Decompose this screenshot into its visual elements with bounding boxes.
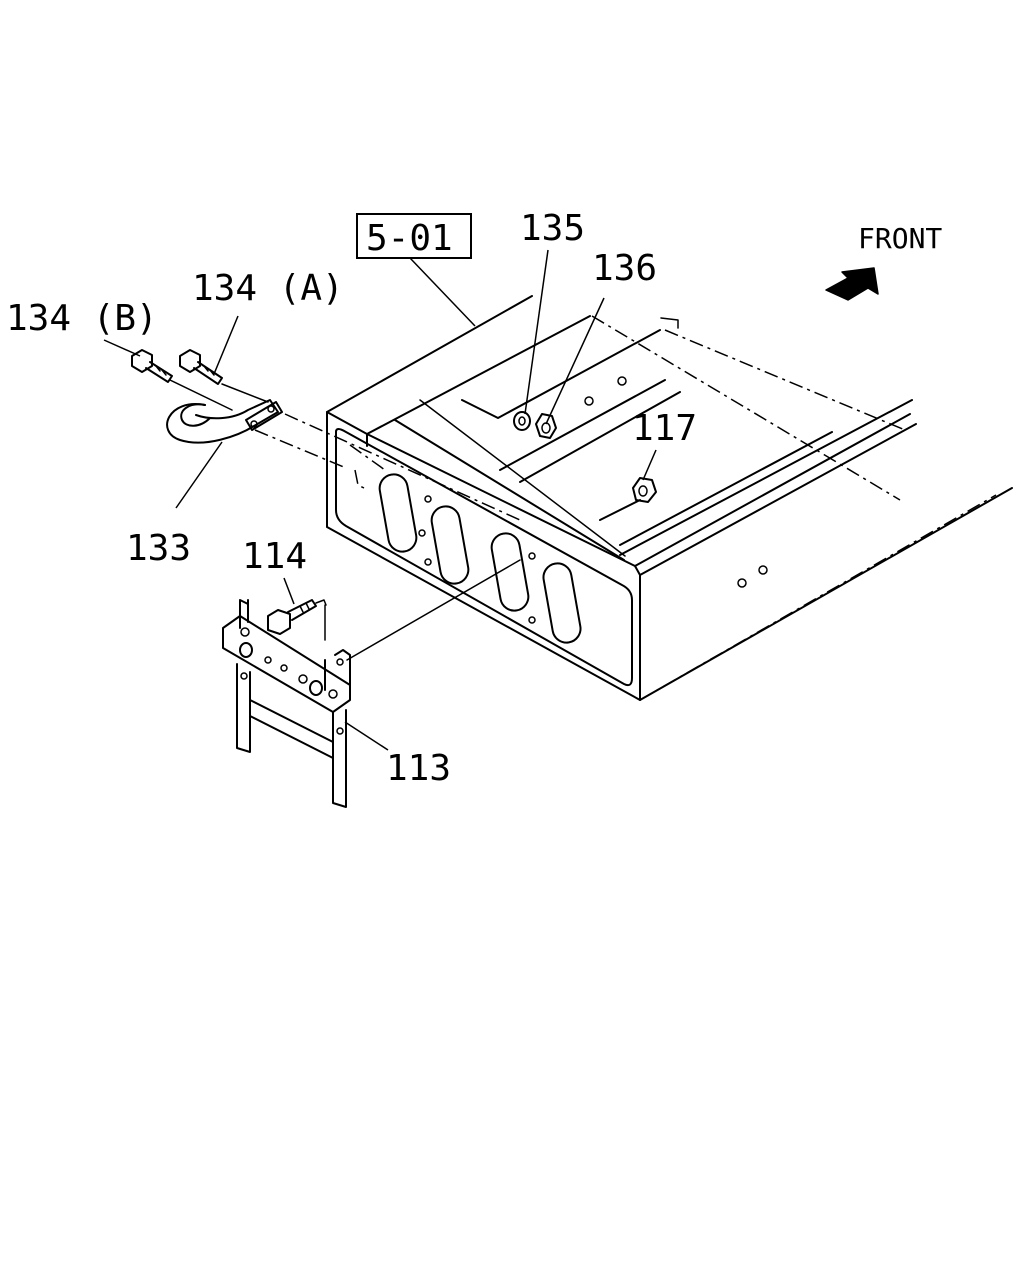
callout-136: 136	[592, 248, 657, 289]
reference-box	[356, 213, 472, 259]
bolt-134-b	[131, 349, 173, 383]
callout-134b: 134 (B)	[6, 298, 158, 339]
callout-113: 113	[386, 748, 451, 789]
bolt-134-a	[179, 349, 223, 385]
arrow-icon	[825, 267, 879, 301]
tow-hook	[166, 399, 283, 444]
front-label: FRONT	[858, 222, 942, 255]
reference-box-label: 5-01	[366, 218, 453, 259]
bolt-114	[267, 599, 327, 635]
callout-135: 135	[520, 208, 585, 249]
callout-114: 114	[242, 536, 307, 577]
step-bracket	[222, 599, 351, 808]
callout-134a: 134 (A)	[192, 268, 344, 309]
nut-136	[535, 413, 557, 439]
callout-133: 133	[126, 528, 191, 569]
leader-lines	[103, 249, 657, 751]
nut-117	[632, 477, 657, 503]
frame-crossmember	[326, 295, 1013, 701]
washer-135	[513, 411, 531, 431]
callout-117: 117	[632, 408, 697, 449]
